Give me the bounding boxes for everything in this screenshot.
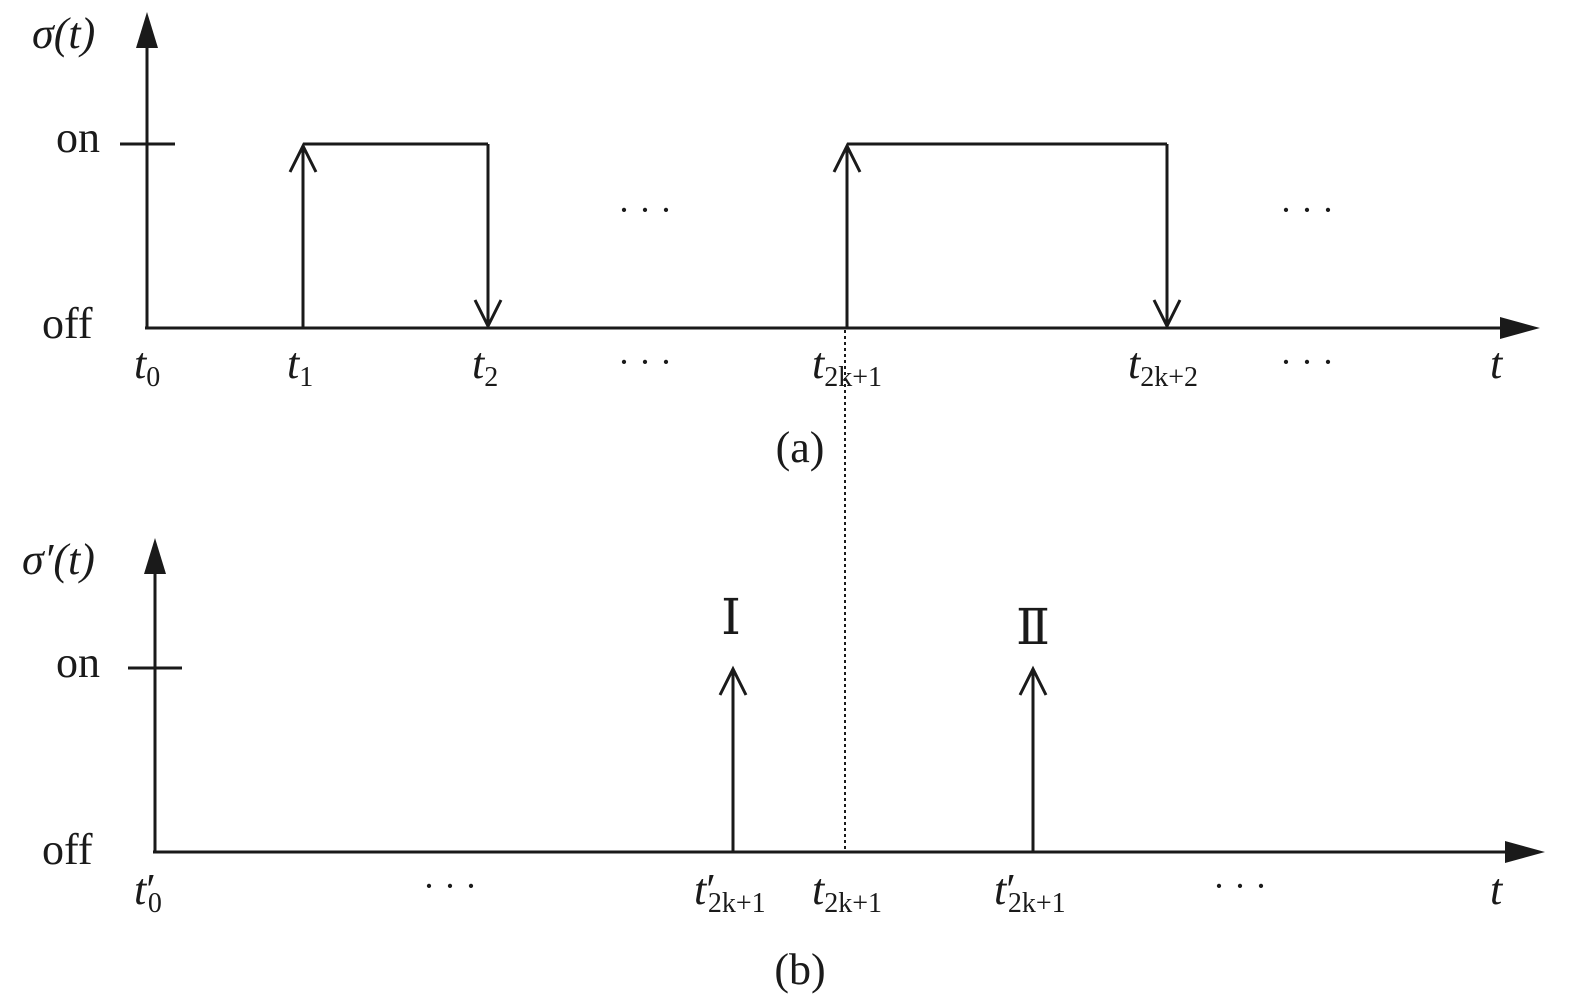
- tick-label-t2k-plus-1-prime-2: t′2k+1: [994, 865, 1066, 919]
- panel-b-caption: (b): [774, 945, 825, 994]
- panel-a: σ(t) on off t · · · · · · · · · · · · t0…: [32, 9, 1540, 472]
- panel-b-off-label: off: [42, 825, 93, 874]
- panel-a-y-axis-label: σ(t): [32, 9, 95, 58]
- tick-label-t2: t2: [472, 339, 498, 393]
- panel-b-x-axis-arrowhead: [1505, 841, 1545, 863]
- panel-a-y-axis-arrowhead: [136, 12, 158, 48]
- panel-a-on-label: on: [56, 113, 100, 162]
- tick-label-t0: t0: [134, 339, 160, 393]
- panel-b-y-axis-arrowhead: [144, 538, 166, 574]
- tick-label-t0-prime: t′0: [134, 865, 162, 919]
- panel-b-ellipsis-2: · · ·: [1213, 866, 1267, 906]
- pulse-2-fall-arrowhead: [1152, 299, 1182, 330]
- panel-b-ellipsis-1: · · ·: [423, 866, 477, 906]
- panel-b-x-axis-label: t: [1490, 865, 1504, 914]
- tick-label-t1: t1: [287, 339, 313, 393]
- panel-a-ellipsis-axis-1: · · ·: [618, 342, 672, 382]
- panel-a-caption: (a): [776, 423, 825, 472]
- panel-a-ellipsis-top-2: · · ·: [1280, 190, 1334, 230]
- impulse-1-label: Ⅰ: [721, 589, 741, 645]
- pulse-1-rise-arrowhead: [288, 142, 318, 173]
- panel-b: Ⅰ Ⅱ σ′(t) on off t · · · · · · t′0 t′2k+…: [22, 535, 1545, 994]
- tick-label-t2k-plus-1: t2k+1: [812, 339, 882, 393]
- tick-label-t2k-plus-2: t2k+2: [1128, 339, 1198, 393]
- impulse-2-label: Ⅱ: [1016, 599, 1050, 655]
- panel-a-off-label: off: [42, 299, 93, 348]
- panel-a-ellipsis-top-1: · · ·: [618, 190, 672, 230]
- pulse-1-fall-arrowhead: [473, 299, 503, 330]
- pulse-2-rise-arrowhead: [832, 142, 862, 173]
- panel-a-ellipsis-axis-2: · · ·: [1280, 342, 1334, 382]
- tick-label-t2k-plus-1-b: t2k+1: [812, 865, 882, 919]
- panel-b-on-label: on: [56, 638, 100, 687]
- panel-b-y-axis-label: σ′(t): [22, 535, 95, 584]
- impulse-2-arrowhead: [1018, 665, 1048, 696]
- impulse-1-arrowhead: [718, 665, 748, 696]
- panel-a-x-axis-label: t: [1490, 339, 1504, 388]
- tick-label-t2k-plus-1-prime-1: t′2k+1: [694, 865, 766, 919]
- panel-a-x-axis-arrowhead: [1500, 317, 1540, 339]
